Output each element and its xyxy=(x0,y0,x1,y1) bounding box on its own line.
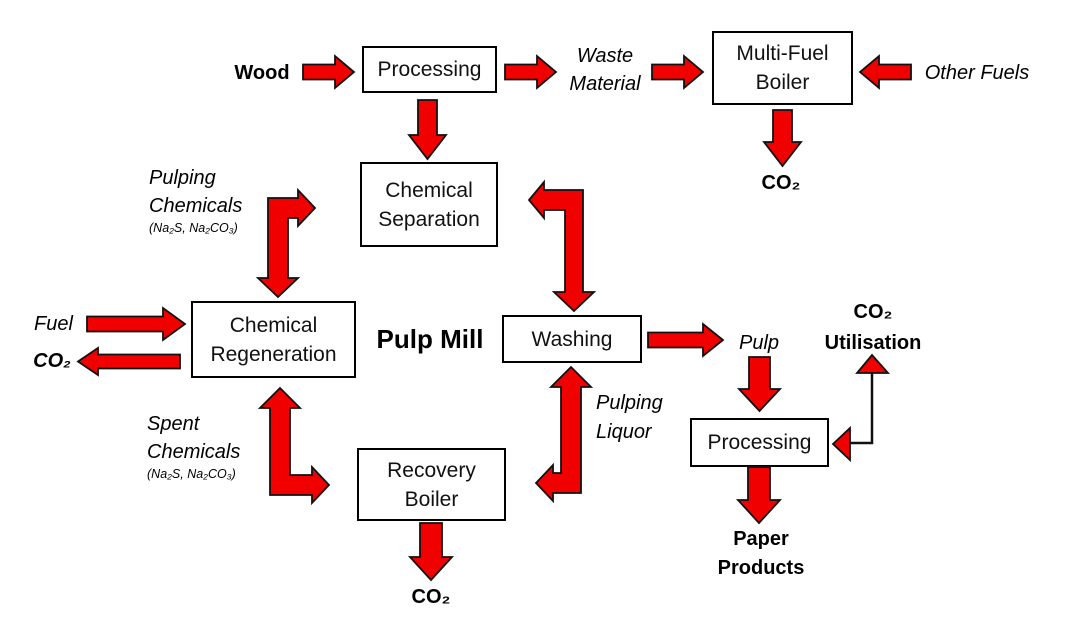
arrow-pulp-to-processing xyxy=(736,356,783,413)
label-pulping-liquor: Pulping Liquor xyxy=(596,392,663,443)
elbow-arrow-separation-washing xyxy=(527,179,597,313)
label-pulping-chemicals-formula: (Na₂S, Na₂CO₃) xyxy=(149,221,238,235)
box-recovery-boiler-line1: Recovery xyxy=(387,458,476,482)
box-processing-top: Processing xyxy=(362,46,497,93)
arrow-processing-to-paper xyxy=(735,466,783,525)
label-pulp: Pulp xyxy=(738,332,780,354)
connector-co2-utilisation xyxy=(831,353,891,463)
arrow-wood-to-processing xyxy=(302,54,356,90)
label-spent-chemicals-formula: (Na₂S, Na₂CO₃) xyxy=(147,467,236,481)
box-multi-fuel-boiler: Multi-Fuel Boiler xyxy=(712,31,853,105)
label-fuel: Fuel xyxy=(34,313,73,335)
elbow-arrow-pulping-liquor xyxy=(534,365,594,504)
label-paper-products: Paper Products xyxy=(717,528,805,579)
box-multi-fuel-boiler-line1: Multi-Fuel xyxy=(736,42,829,65)
box-processing-right-label: Processing xyxy=(707,431,812,454)
box-processing-right: Processing xyxy=(690,418,829,467)
box-chemical-separation-line2: Separation xyxy=(378,207,480,231)
label-co2-recovery: CO₂ xyxy=(411,586,451,608)
diagram-title: Pulp Mill xyxy=(376,324,484,354)
box-chemical-separation: Chemical Separation xyxy=(360,162,498,247)
arrow-processing-to-separation xyxy=(407,99,448,161)
label-waste-material: Waste Material xyxy=(569,45,641,95)
box-washing-label: Washing xyxy=(531,327,613,351)
arrow-processing-to-waste xyxy=(504,54,558,90)
arrow-regeneration-to-co2 xyxy=(76,346,181,377)
label-co2-multi-fuel: CO₂ xyxy=(761,172,801,194)
box-chemical-separation-line1: Chemical xyxy=(385,178,473,202)
arrow-fuel-to-regeneration xyxy=(86,306,187,342)
box-recovery-boiler: Recovery Boiler xyxy=(357,448,506,521)
box-washing: Washing xyxy=(502,315,642,363)
label-spent-chemicals: Spent Chemicals (Na₂S, Na₂CO₃) xyxy=(147,410,277,482)
label-co2-regeneration: CO₂ xyxy=(33,350,71,372)
box-chemical-regeneration-line1: Chemical xyxy=(229,313,318,337)
label-other-fuels: Other Fuels xyxy=(924,62,1030,84)
arrow-waste-to-boiler xyxy=(651,54,705,90)
arrow-recovery-to-co2 xyxy=(407,522,455,582)
arrow-washing-to-pulp xyxy=(647,322,725,358)
label-co2-utilisation: CO₂ Utilisation xyxy=(824,301,922,354)
arrow-other-fuels-to-boiler xyxy=(858,54,912,90)
box-recovery-boiler-line2: Boiler xyxy=(404,487,459,511)
arrow-boiler-to-co2 xyxy=(762,109,803,168)
arrowhead-up-co2-utilisation xyxy=(855,353,891,374)
arrowhead-left-processing xyxy=(831,425,851,463)
box-multi-fuel-boiler-line2: Boiler xyxy=(755,71,810,94)
elbow-arrow-pulping-chemicals xyxy=(255,187,317,299)
label-pulping-chemicals: Pulping Chemicals (Na₂S, Na₂CO₃) xyxy=(149,164,279,236)
label-wood: Wood xyxy=(234,62,290,84)
box-processing-top-label: Processing xyxy=(377,58,482,81)
box-chemical-regeneration-line2: Regeneration xyxy=(210,342,337,366)
elbow-arrow-spent-chemicals xyxy=(257,386,331,506)
box-chemical-regeneration: Chemical Regeneration xyxy=(191,301,356,378)
